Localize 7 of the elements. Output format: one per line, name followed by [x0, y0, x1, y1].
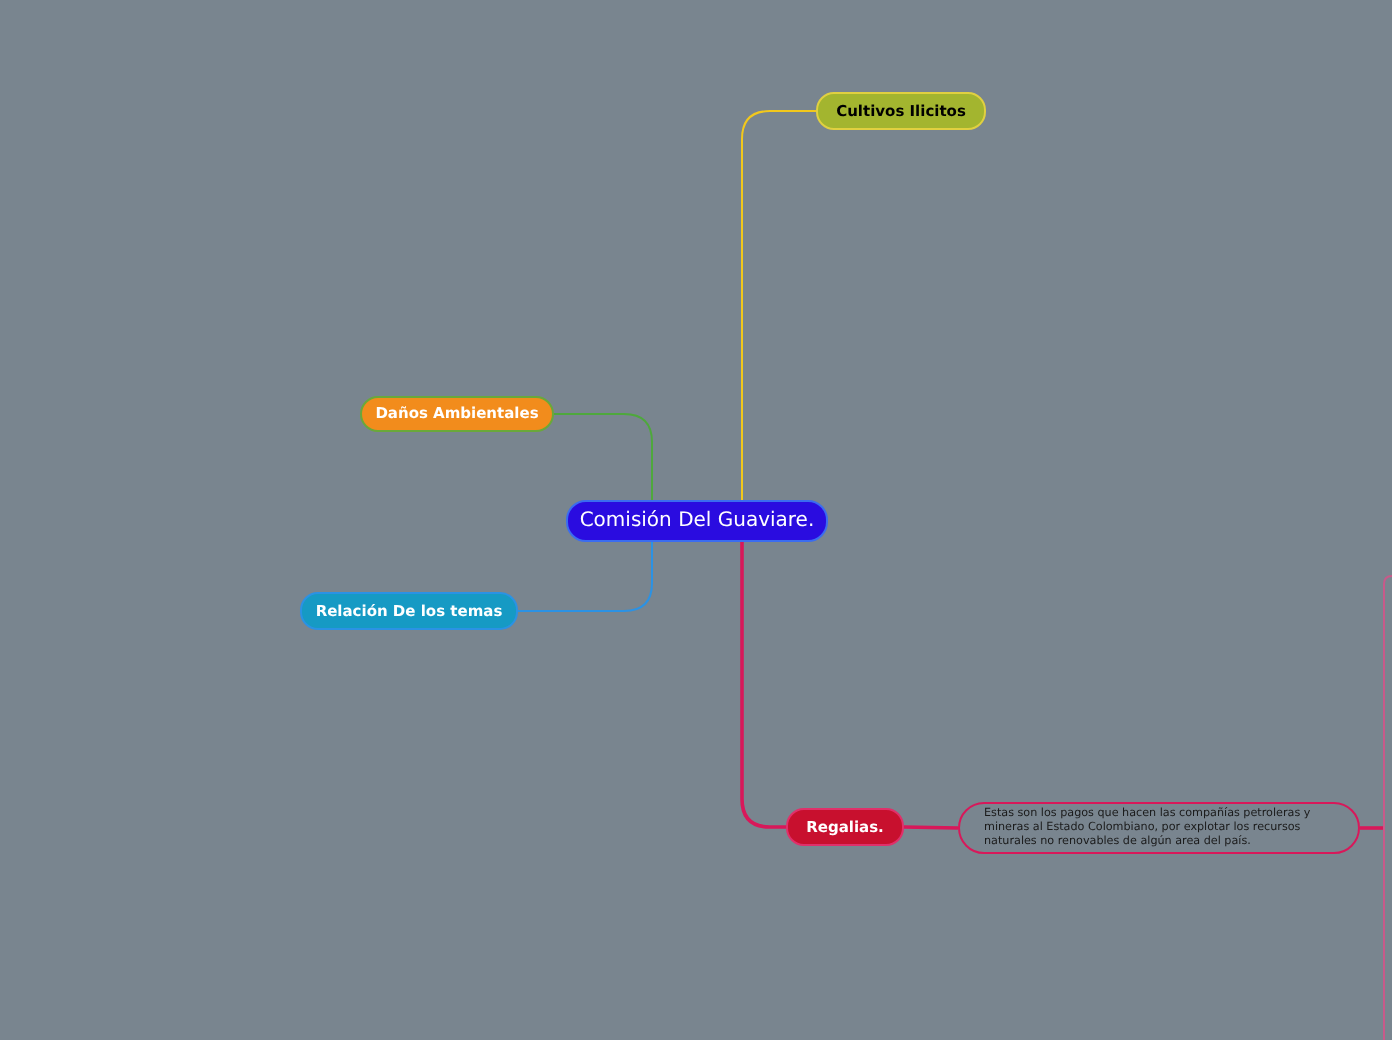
connector-line [903, 825, 959, 830]
connector-line [553, 413, 653, 501]
connector-line [1360, 826, 1384, 830]
connector-line [740, 542, 786, 829]
connector-line [741, 110, 817, 501]
connector-line [517, 541, 653, 612]
central-topic: Comisión Del Guaviare. [566, 500, 828, 542]
